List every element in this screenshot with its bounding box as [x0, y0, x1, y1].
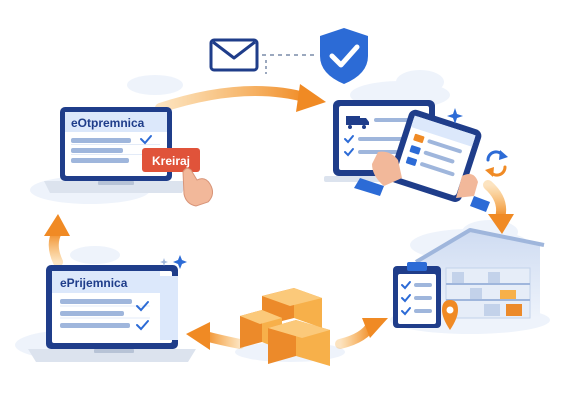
sparkle-icon-tiny	[160, 258, 168, 266]
create-button[interactable]: Kreiraj	[142, 148, 200, 172]
flow-arrow-receive	[186, 322, 245, 350]
flow-arrow-deliver	[483, 180, 514, 234]
location-pin-icon	[442, 300, 458, 330]
receipt-title: ePrijemnica	[60, 276, 128, 290]
checkmark-icon	[140, 135, 152, 145]
warehouse-icon	[414, 228, 545, 319]
flow-arrow-send	[155, 84, 326, 113]
sparkle-icon	[447, 108, 463, 124]
shield-check-icon	[320, 28, 368, 84]
package-box-icon	[240, 288, 330, 366]
refresh-icon	[485, 150, 508, 177]
clipboard-icon	[393, 262, 441, 328]
truck-icon	[346, 116, 369, 129]
flow-arrow-cycle	[44, 214, 70, 267]
dispatch-title: eOtpremnica	[71, 116, 145, 130]
handheld-tablet	[354, 109, 490, 212]
create-button-label: Kreiraj	[152, 154, 190, 168]
hand-pointer-icon	[182, 167, 214, 207]
receipt-laptop: ePrijemnica	[28, 265, 196, 362]
flow-arrow-return	[335, 318, 388, 349]
envelope-icon	[209, 38, 259, 72]
sparkle-icon-small	[173, 255, 187, 269]
